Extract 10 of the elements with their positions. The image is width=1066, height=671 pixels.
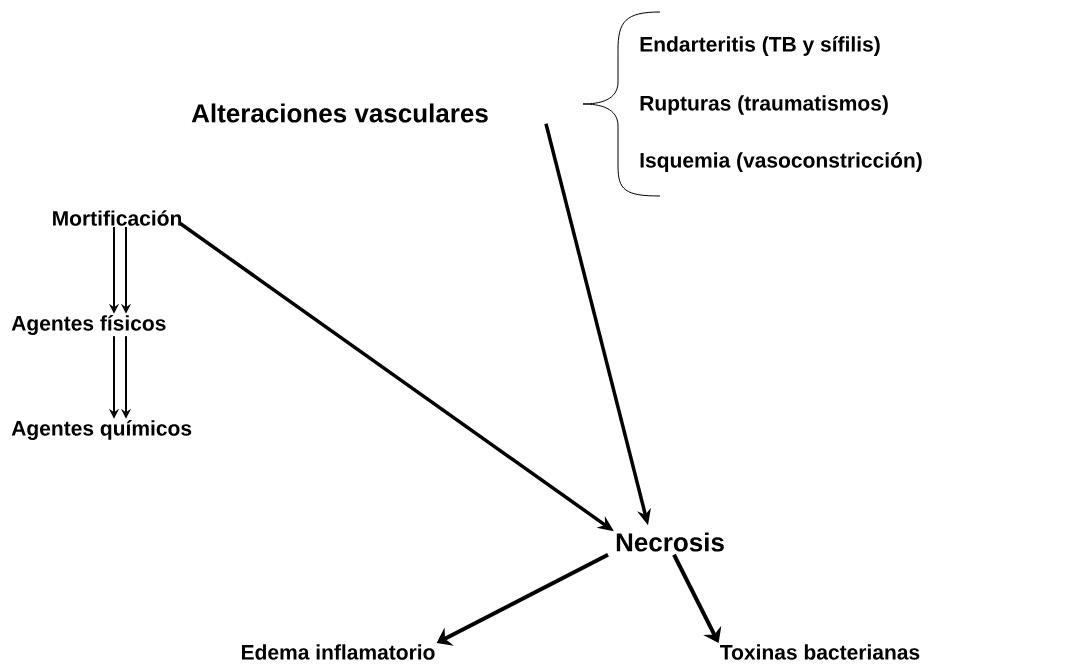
- node-label: Rupturas (traumatismos): [640, 95, 888, 115]
- node-label: Toxinas bacterianas: [720, 644, 920, 660]
- node-label: Isquemia (vasoconstricción): [640, 152, 922, 172]
- node-label: Edema inflamatorio: [242, 644, 435, 660]
- node-label: Agentes químicos: [11, 420, 192, 440]
- node-label: Alteraciones vasculares: [191, 103, 488, 123]
- node-label: Endarteritis (TB y sífilis): [640, 36, 880, 56]
- node-label: Necrosis: [616, 532, 724, 552]
- node-label: Mortificación: [53, 210, 182, 226]
- node-label: Agentes físicos: [11, 315, 166, 335]
